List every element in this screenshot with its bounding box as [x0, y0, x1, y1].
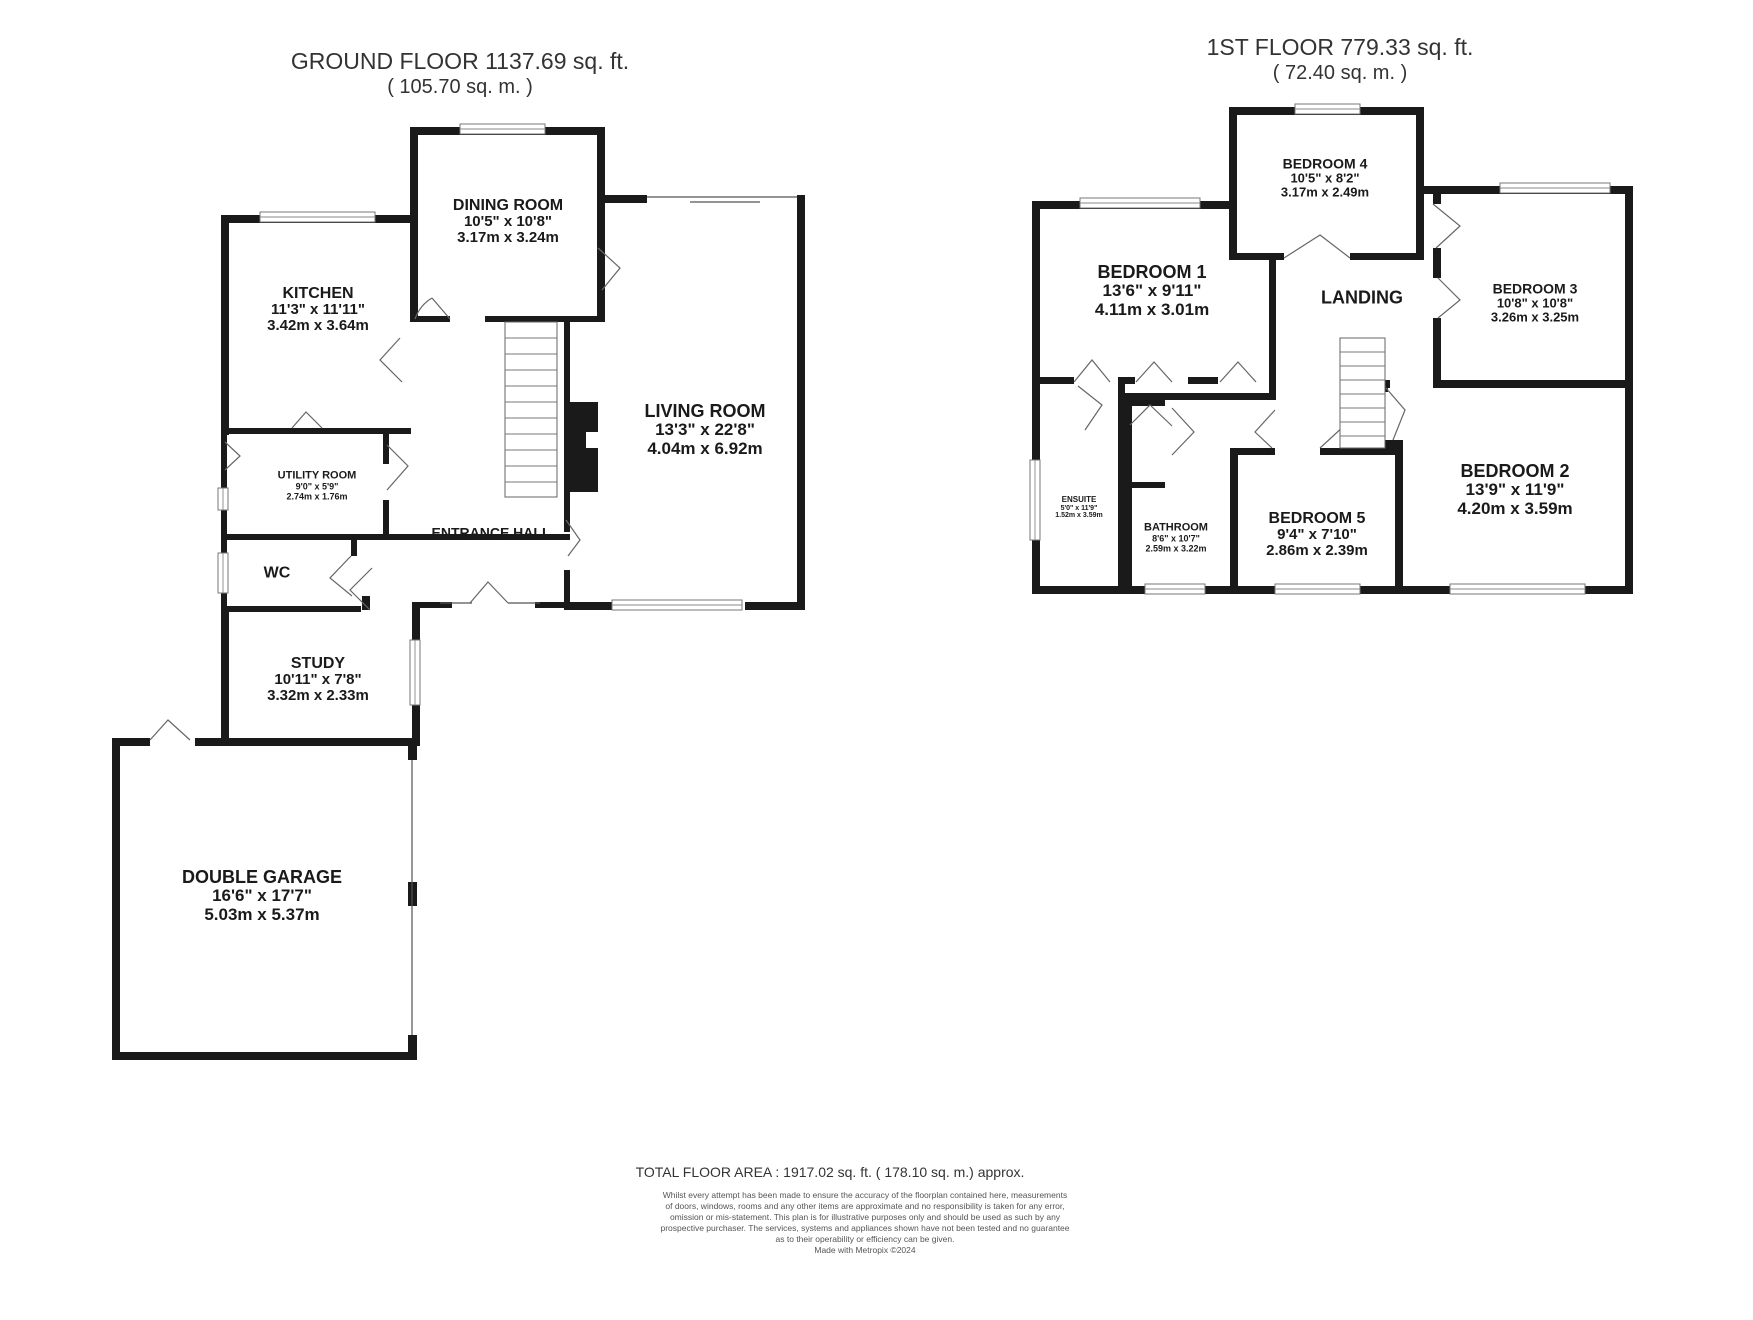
room-label-study: STUDY 10'11" x 7'8" 3.32m x 2.33m — [267, 655, 369, 705]
room-imperial: 10'11" x 7'8" — [274, 671, 362, 689]
room-name: BATHROOM — [1144, 521, 1208, 534]
room-name: KITCHEN — [282, 285, 354, 303]
room-metric: 3.42m x 3.64m — [267, 317, 369, 335]
room-metric: 5.03m x 5.37m — [204, 904, 320, 924]
room-metric: 2.74m x 1.76m — [286, 490, 348, 501]
room-metric: 3.26m x 3.25m — [1490, 309, 1580, 325]
room-imperial: 16'6" x 17'7" — [212, 886, 312, 906]
room-name: DOUBLE GARAGE — [181, 866, 343, 887]
room-imperial: 10'5" x 10'8" — [463, 213, 553, 231]
room-metric: 2.86m x 2.39m — [1266, 542, 1368, 560]
room-label-living-room: LIVING ROOM 13'3" x 22'8" 4.04m x 6.92m — [644, 400, 766, 458]
room-imperial: 8'6" x 10'7" — [1152, 533, 1200, 544]
room-label-ensuite: ENSUITE 5'0" x 11'9" 1.52m x 3.59m — [1055, 496, 1102, 520]
disclaimer-line: of doors, windows, rooms and any other i… — [665, 1201, 1065, 1211]
room-label-bedroom-4: BEDROOM 4 10'5" x 8'2" 3.17m x 2.49m — [1281, 156, 1369, 199]
disclaimer-credit: Made with Metropix ©2024 — [814, 1245, 916, 1255]
room-metric: 3.17m x 2.49m — [1280, 184, 1370, 200]
ground-floor-title: GROUND FLOOR 1137.69 sq. ft. — [290, 48, 630, 74]
room-imperial: 11'3" x 11'11" — [271, 301, 365, 319]
room-name: BEDROOM 4 — [1282, 155, 1368, 172]
room-imperial: 9'4" x 7'10" — [1277, 526, 1357, 544]
ground-floor-stairs — [504, 321, 558, 498]
room-label-bedroom-5: BEDROOM 5 9'4" x 7'10" 2.86m x 2.39m — [1266, 510, 1368, 560]
room-imperial: 13'3" x 22'8" — [655, 420, 755, 440]
room-label-bathroom: BATHROOM 8'6" x 10'7" 2.59m x 3.22m — [1144, 521, 1208, 553]
first-floor-plan — [1029, 103, 1633, 595]
room-name: LIVING ROOM — [644, 400, 766, 421]
room-label-dining-room: DINING ROOM 10'5" x 10'8" 3.17m x 3.24m — [453, 197, 563, 247]
room-name: LANDING — [1321, 287, 1403, 308]
disclaimer: Whilst every attempt has been made to en… — [590, 1190, 1140, 1256]
room-metric: 4.20m x 3.59m — [1457, 498, 1573, 518]
room-name: ENSUITE — [1061, 495, 1097, 505]
room-imperial: 10'5" x 8'2" — [1290, 170, 1360, 186]
room-name: ENTRANCE HALL — [431, 524, 551, 541]
room-metric: 2.59m x 3.22m — [1145, 542, 1207, 553]
room-label-double-garage: DOUBLE GARAGE 16'6" x 17'7" 5.03m x 5.37… — [181, 866, 343, 924]
room-label-kitchen: KITCHEN 11'3" x 11'11" 3.42m x 3.64m — [267, 285, 369, 335]
room-label-wc: WC — [264, 564, 291, 581]
room-label-bedroom-3: BEDROOM 3 10'8" x 10'8" 3.26m x 3.25m — [1491, 281, 1579, 324]
room-metric: 4.11m x 3.01m — [1094, 299, 1210, 319]
room-label-landing: LANDING — [1321, 287, 1403, 308]
room-imperial: 13'9" x 11'9" — [1465, 480, 1565, 500]
first-floor-subtitle: ( 72.40 sq. m. ) — [1272, 62, 1408, 84]
disclaimer-line: prospective purchaser. The services, sys… — [660, 1223, 1070, 1233]
room-name: BEDROOM 1 — [1097, 261, 1207, 282]
room-label-bedroom-1: BEDROOM 1 13'6" x 9'11" 4.11m x 3.01m — [1094, 261, 1210, 319]
room-name: WC — [263, 564, 291, 582]
room-label-utility-room: UTILITY ROOM 9'0" x 5'9" 2.74m x 1.76m — [277, 469, 357, 501]
room-metric: 3.17m x 3.24m — [457, 229, 559, 247]
room-imperial: 5'0" x 11'9" — [1060, 504, 1098, 512]
room-metric: 1.52m x 3.59m — [1055, 512, 1103, 520]
room-label-entrance-hall: ENTRANCE HALL — [432, 525, 551, 540]
room-imperial: 13'6" x 9'11" — [1102, 281, 1202, 301]
ground-floor-subtitle: ( 105.70 sq. m. ) — [387, 76, 533, 98]
first-floor-stairs — [1339, 337, 1386, 449]
room-name: STUDY — [290, 655, 346, 673]
room-imperial: 9'0" x 5'9" — [295, 481, 339, 492]
total-floor-area: TOTAL FLOOR AREA : 1917.02 sq. ft. ( 178… — [635, 1164, 1025, 1180]
disclaimer-line: Whilst every attempt has been made to en… — [662, 1190, 1068, 1200]
room-metric: 4.04m x 6.92m — [647, 438, 763, 458]
room-metric: 3.32m x 2.33m — [267, 687, 369, 705]
first-floor-title: 1ST FLOOR 779.33 sq. ft. — [1206, 34, 1474, 60]
first-floor-heading: 1ST FLOOR 779.33 sq. ft. ( 72.40 sq. m. … — [1090, 34, 1590, 86]
disclaimer-line: as to their operability or efficiency ca… — [775, 1234, 955, 1244]
room-name: BEDROOM 3 — [1492, 280, 1578, 297]
ground-floor-heading: GROUND FLOOR 1137.69 sq. ft. ( 105.70 sq… — [210, 48, 710, 100]
room-name: BEDROOM 2 — [1460, 460, 1570, 481]
room-name: DINING ROOM — [452, 197, 564, 215]
room-label-bedroom-2: BEDROOM 2 13'9" x 11'9" 4.20m x 3.59m — [1457, 460, 1573, 518]
room-name: BEDROOM 5 — [1268, 510, 1366, 528]
room-name: UTILITY ROOM — [277, 469, 357, 482]
room-imperial: 10'8" x 10'8" — [1496, 295, 1574, 311]
ground-floor-plan — [112, 123, 805, 1060]
disclaimer-line: omission or mis-statement. This plan is … — [669, 1212, 1061, 1222]
